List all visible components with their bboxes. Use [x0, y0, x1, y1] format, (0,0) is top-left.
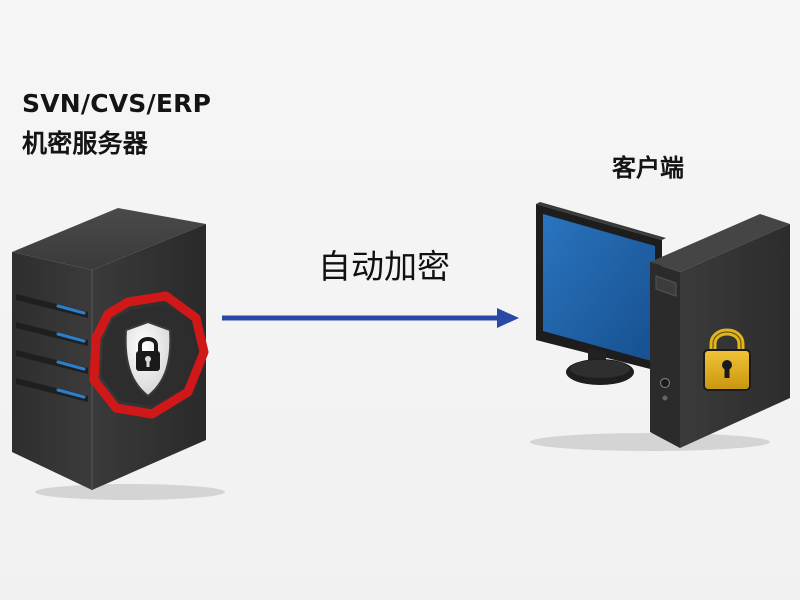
shield-lock-icon	[89, 291, 209, 419]
tower-front	[650, 262, 680, 448]
client-shadow	[530, 433, 770, 451]
encryption-arrow	[222, 308, 519, 328]
tower-top	[650, 214, 790, 272]
encryption-label: 自动加密	[318, 247, 450, 286]
server-illustration	[12, 208, 225, 500]
client-illustration	[530, 202, 790, 451]
drive-bay	[16, 322, 88, 346]
drive-bay	[16, 378, 88, 402]
tower-power-button	[659, 377, 671, 389]
server-title-line2: 机密服务器	[22, 129, 149, 158]
padlock-icon	[703, 328, 751, 391]
drive-bay	[16, 294, 88, 318]
server-drive-bays	[16, 294, 88, 402]
drive-led	[56, 304, 86, 315]
client-title: 客户端	[612, 154, 684, 182]
arrow-head	[497, 308, 519, 328]
server-top	[12, 208, 206, 270]
badge-ring	[89, 291, 209, 419]
monitor	[536, 202, 666, 385]
shield-lock-shackle	[138, 337, 158, 352]
tower-drive-slot	[655, 275, 677, 297]
drive-bay	[16, 350, 88, 374]
monitor-screen	[543, 214, 655, 362]
server-title-line1: SVN/CVS/ERP	[22, 89, 212, 118]
tower-usb-port	[662, 395, 668, 401]
drive-led	[56, 332, 86, 343]
drive-led	[56, 360, 86, 371]
monitor-frame-edge	[536, 202, 666, 240]
server-shadow	[35, 484, 225, 500]
server-title: SVN/CVS/ERP 机密服务器	[22, 84, 211, 164]
drive-led	[56, 388, 86, 399]
